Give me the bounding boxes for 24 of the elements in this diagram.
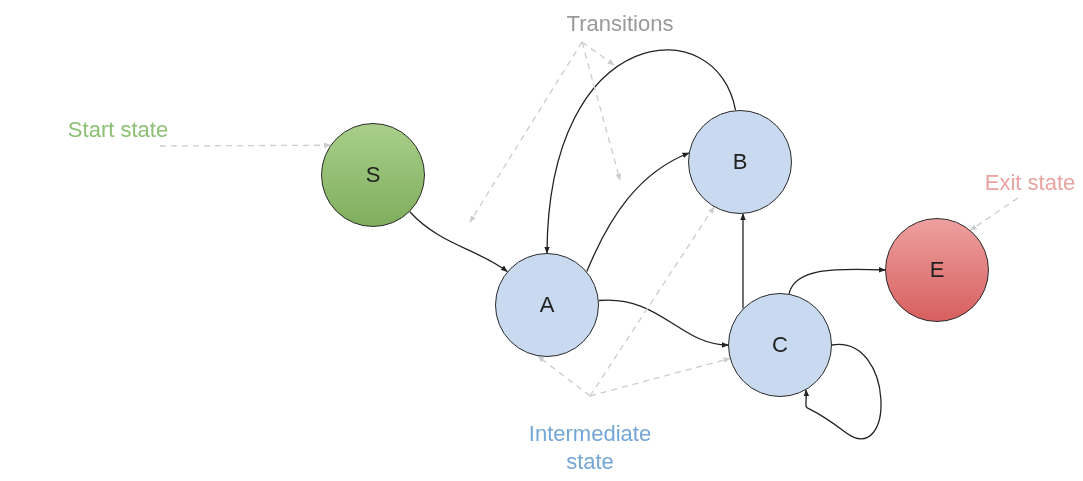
- state-name: A: [539, 292, 555, 318]
- arrow: [586, 152, 690, 273]
- state-name: B: [732, 149, 748, 175]
- leader-line: [581, 41, 615, 66]
- state-name: C: [772, 332, 788, 358]
- state-name: S: [365, 162, 381, 188]
- leader-line: [589, 206, 715, 397]
- callout-text: Start state: [48, 116, 188, 144]
- leader-line: [969, 197, 1019, 231]
- state-name: E: [929, 257, 945, 283]
- callout-text: Exit state: [970, 169, 1083, 197]
- arrow: [740, 213, 746, 310]
- leader-line: [159, 142, 332, 149]
- arrow: [409, 211, 508, 273]
- callout-text: Transitions: [540, 10, 700, 38]
- arrow: [598, 299, 729, 348]
- arrow: [788, 266, 886, 295]
- leader-line: [589, 357, 731, 397]
- arrow: [803, 344, 882, 439]
- callout-text: Intermediate state: [515, 419, 665, 475]
- leader-line: [469, 41, 583, 223]
- leader-line: [581, 41, 622, 181]
- arrow: [544, 49, 737, 254]
- leader-line: [537, 355, 591, 397]
